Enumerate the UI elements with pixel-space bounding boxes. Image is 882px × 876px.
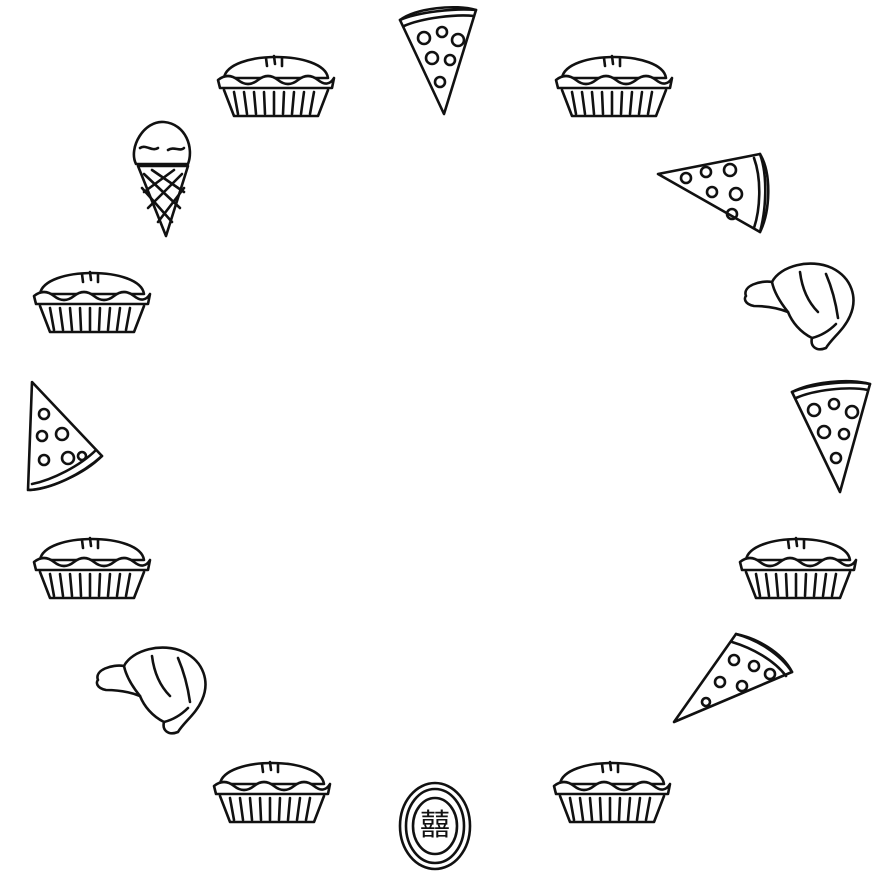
pizza-slice-icon xyxy=(398,5,478,116)
pie-icon xyxy=(216,54,336,118)
croissant-icon xyxy=(743,262,855,351)
croissant-icon xyxy=(95,646,207,735)
pie-icon xyxy=(212,760,332,824)
pie-icon xyxy=(32,536,152,600)
pizza-slice-icon xyxy=(790,379,872,494)
ice-cream-cone-icon xyxy=(132,120,192,238)
mooncake-glyph: 囍 xyxy=(420,808,450,843)
pie-icon xyxy=(552,760,672,824)
pie-icon xyxy=(554,54,674,118)
pie-icon xyxy=(32,270,152,334)
mooncake-icon xyxy=(398,781,472,871)
pizza-slice-icon xyxy=(672,632,794,724)
pizza-slice-icon xyxy=(26,380,104,492)
pizza-slice-icon xyxy=(656,152,770,234)
pie-icon xyxy=(738,536,858,600)
